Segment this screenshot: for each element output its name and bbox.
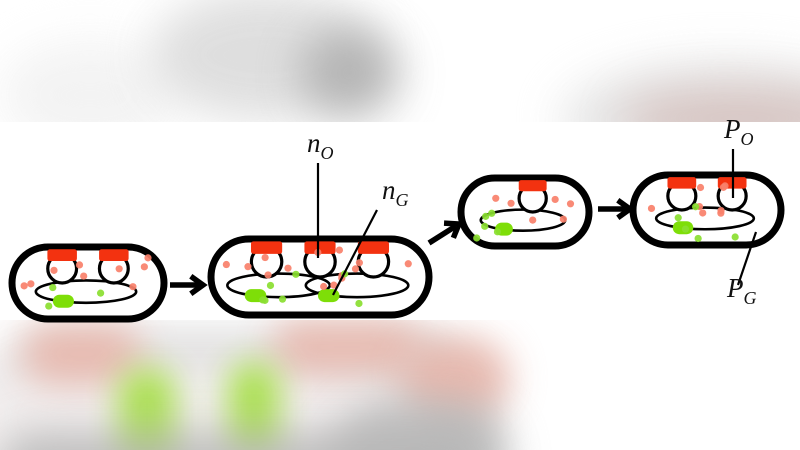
plasmid-red-gene [518, 180, 547, 192]
arrow-head [443, 220, 463, 239]
plasmid-red-gene [99, 249, 129, 262]
protein-dot-green [96, 289, 105, 297]
protein-dot-green [691, 203, 700, 211]
protein-dot-green [674, 214, 682, 222]
protein-dot-red [140, 263, 148, 271]
arrow-head [189, 274, 208, 296]
protein-dot-red [507, 199, 515, 207]
arrows-layer [170, 198, 635, 296]
label-p-g: PG [726, 273, 757, 308]
protein-dot-green [694, 234, 702, 243]
protein-dot-red [261, 253, 269, 262]
protein-dot-green [493, 228, 502, 236]
plasmid-red-gene [251, 241, 283, 254]
protein-dot-green [45, 302, 53, 310]
protein-dot-green [681, 225, 690, 233]
protein-dot-red [244, 263, 252, 271]
arrow-shaft [427, 223, 458, 246]
protein-dot-green [482, 212, 490, 220]
label-p-o: PO [723, 114, 754, 149]
protein-dot-green [266, 281, 275, 290]
protein-dot-red [559, 215, 567, 223]
protein-dot-red [129, 283, 137, 291]
protein-dot-green [278, 295, 287, 303]
protein-dot-green [488, 209, 496, 217]
protein-dot-red [50, 266, 58, 274]
protein-dot-red [351, 265, 360, 273]
protein-dot-green [473, 234, 481, 242]
cell-wall [629, 171, 785, 249]
protein-dot-red [529, 216, 537, 224]
protein-dot-red [696, 183, 705, 192]
arrow-2-to-3 [427, 220, 463, 246]
protein-dot-red [566, 200, 575, 208]
chromosome-loop [654, 206, 756, 231]
protein-dot-red [330, 281, 338, 289]
protein-dot-red [27, 280, 35, 288]
plasmid-red-gene [304, 241, 336, 254]
protein-dot-red [721, 182, 729, 190]
protein-dot-red [320, 282, 328, 291]
label-n-o: nO [307, 128, 334, 163]
protein-dot-red [404, 260, 412, 268]
leader-n-g [332, 209, 378, 296]
plasmid-red-gene [667, 177, 697, 189]
arrow-3-to-4 [598, 198, 635, 220]
cell-2 [207, 235, 433, 319]
arrow-head [616, 198, 635, 220]
protein-dot-red [284, 264, 292, 272]
cell-1 [8, 243, 168, 323]
protein-dot-red [551, 195, 559, 204]
arrow-1-to-2 [170, 274, 208, 296]
chromosome-green-gene [52, 294, 74, 308]
protein-dot-red [222, 260, 230, 269]
protein-dot-red [144, 254, 152, 262]
cell-4 [629, 171, 785, 249]
protein-dot-red [492, 194, 500, 202]
plasmid-red-gene [47, 249, 77, 262]
cells-layer [8, 171, 785, 323]
chromosome-loop [226, 272, 332, 299]
cell-3 [457, 174, 593, 250]
chromosome-loop [34, 279, 138, 305]
protein-dot-red [115, 265, 123, 273]
protein-dot-red [699, 209, 707, 217]
label-n-g: nG [382, 175, 409, 210]
cell-wall [8, 243, 168, 323]
protein-dot-red [335, 246, 344, 254]
protein-dot-red [355, 259, 363, 267]
protein-dot-red [75, 261, 84, 269]
protein-dot-red [647, 204, 656, 213]
protein-dot-red [20, 282, 28, 290]
protein-dot-green [731, 233, 739, 241]
chromosome-loop [304, 272, 410, 299]
plasmid-red-gene [357, 241, 389, 254]
cell-wall [457, 174, 593, 250]
protein-dot-red [80, 272, 88, 280]
protein-dot-red [717, 209, 725, 217]
leader-p-g [736, 231, 758, 286]
protein-dot-green [259, 296, 267, 304]
protein-dot-green [292, 270, 300, 278]
protein-dot-red [264, 271, 272, 279]
protein-dot-green [481, 222, 489, 230]
protein-dot-green [49, 283, 57, 292]
labels-layer: nO nG PO PG [307, 114, 758, 308]
protein-dot-green [355, 299, 363, 308]
